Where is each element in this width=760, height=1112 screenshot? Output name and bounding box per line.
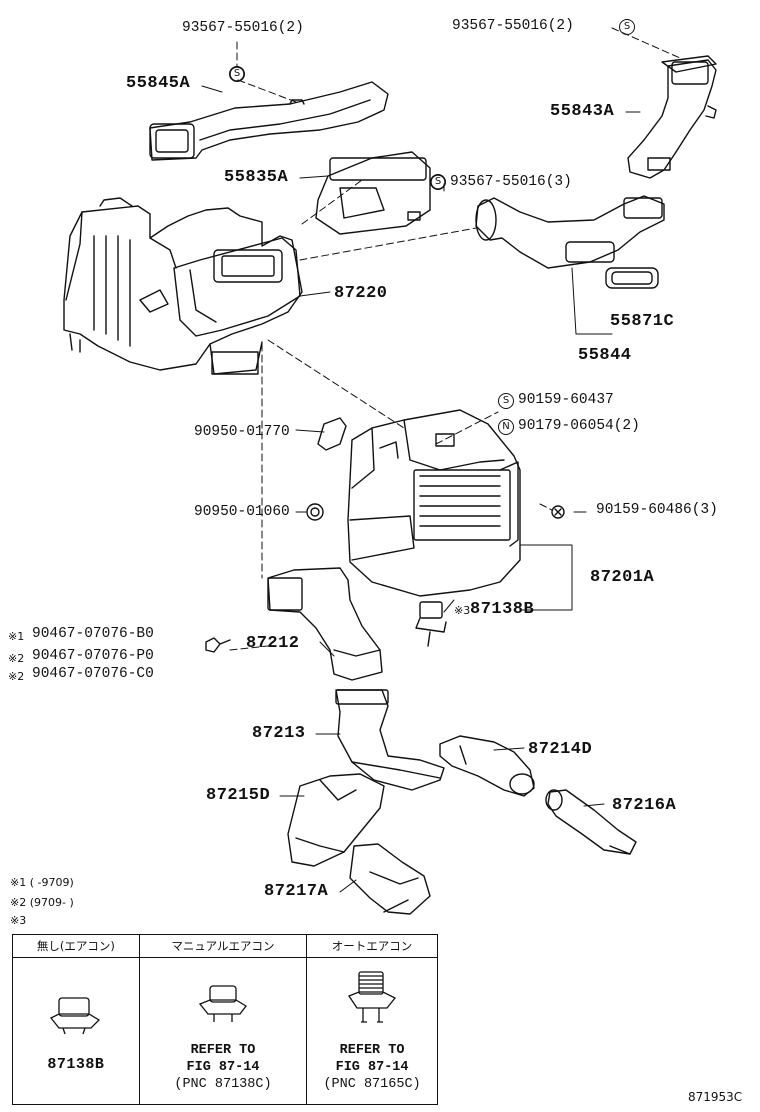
duct-87215D [287, 773, 385, 867]
variant-header-auto-ac: オートエアコン [306, 934, 438, 958]
label-93567-55016-top-left: 93567-55016(2) [182, 20, 304, 36]
label-87217A: 87217A [264, 882, 329, 901]
resistor-87138B [415, 601, 447, 647]
standard-part-s-icon: S [498, 393, 514, 409]
duct-55845A [149, 81, 389, 161]
label-87215D: 87215D [206, 786, 271, 805]
resistor-87138C-icon [198, 985, 247, 1022]
label-87213: 87213 [252, 724, 306, 743]
screw-90159-60486 [551, 505, 565, 519]
grommet-90950-01770 [317, 417, 347, 451]
duct-87212 [267, 567, 383, 681]
refer-line-3: (PNC 87165C) [323, 1077, 421, 1092]
label-87212: 87212 [246, 634, 300, 653]
note-3: ※3 [10, 914, 27, 927]
refer-line-1: REFER TO [190, 1043, 256, 1058]
standard-part-s-icon: S [619, 19, 635, 35]
variant-header-no-ac: 無し(エアコン) [12, 934, 140, 958]
duct-87213 [335, 689, 445, 791]
variant-cell-no-ac: 87138B [12, 957, 140, 1105]
variant-table: 無し(エアコン) マニュアルエアコン オートエアコン 87138B [12, 934, 438, 1105]
label-90467-07076-C0: 90467-07076-C0 [32, 666, 154, 682]
resistor-87138B-icon [49, 997, 100, 1035]
label-90159-60437: 90159-60437 [518, 392, 614, 408]
label-90950-01060: 90950-01060 [194, 504, 290, 520]
label-90179-06054: 90179-06054(2) [518, 418, 640, 434]
label-90467-07076-P0: 90467-07076-P0 [32, 648, 154, 664]
label-55845A: 55845A [126, 74, 191, 93]
gasket-55871C [605, 267, 659, 289]
label-mark-3: ※3 [454, 604, 471, 617]
duct-55843A [627, 55, 717, 179]
label-87138B: 87138B [470, 600, 535, 619]
label-87216A: 87216A [612, 796, 677, 815]
duct-87214D [439, 735, 535, 797]
note-1: ※1 ( -9709) [10, 876, 74, 889]
refer-line-3: (PNC 87138C) [174, 1077, 272, 1092]
heater-unit-87220 [63, 197, 303, 375]
label-55843A: 55843A [550, 102, 615, 121]
clip-90467-07076 [205, 637, 231, 653]
label-mark-2b: ※2 [8, 670, 25, 683]
label-93567-55016-mid: 93567-55016(3) [450, 174, 572, 190]
label-90950-01770: 90950-01770 [194, 424, 290, 440]
label-90159-60486: 90159-60486(3) [596, 502, 718, 518]
duct-55844 [475, 195, 665, 269]
duct-87217A [349, 843, 431, 915]
label-93567-55016-top-right: 93567-55016(2) [452, 18, 574, 34]
blower-unit-87201A [347, 409, 521, 597]
duct-87216A [545, 789, 637, 855]
amplifier-87165C-icon [348, 971, 397, 1023]
standard-part-s-icon: S [430, 174, 446, 190]
variant-part-87138B: 87138B [47, 1056, 105, 1073]
label-87220: 87220 [334, 284, 388, 303]
figure-code: 871953C [688, 1090, 743, 1104]
label-55844: 55844 [578, 346, 632, 365]
variant-cell-manual-ac: REFER TO FIG 87-14 (PNC 87138C) [138, 957, 308, 1105]
panel-55835A [315, 151, 431, 235]
label-90467-07076-B0: 90467-07076-B0 [32, 626, 154, 642]
standard-part-n-icon: N [498, 419, 514, 435]
grommet-90950-01060 [306, 503, 324, 521]
label-mark-2: ※2 [8, 652, 25, 665]
refer-line-2: FIG 87-14 [335, 1060, 409, 1075]
variant-header-manual-ac: マニュアルエアコン [138, 934, 308, 958]
note-2: ※2 (9709- ) [10, 896, 74, 909]
label-55871C: 55871C [610, 312, 675, 331]
refer-line-1: REFER TO [339, 1043, 405, 1058]
label-55835A: 55835A [224, 168, 289, 187]
variant-cell-auto-ac: REFER TO FIG 87-14 (PNC 87165C) [306, 957, 438, 1105]
label-87214D: 87214D [528, 740, 593, 759]
standard-part-s-icon: S [229, 66, 245, 82]
label-87201A: 87201A [590, 568, 655, 587]
label-mark-1: ※1 [8, 630, 25, 643]
refer-line-2: FIG 87-14 [186, 1060, 260, 1075]
